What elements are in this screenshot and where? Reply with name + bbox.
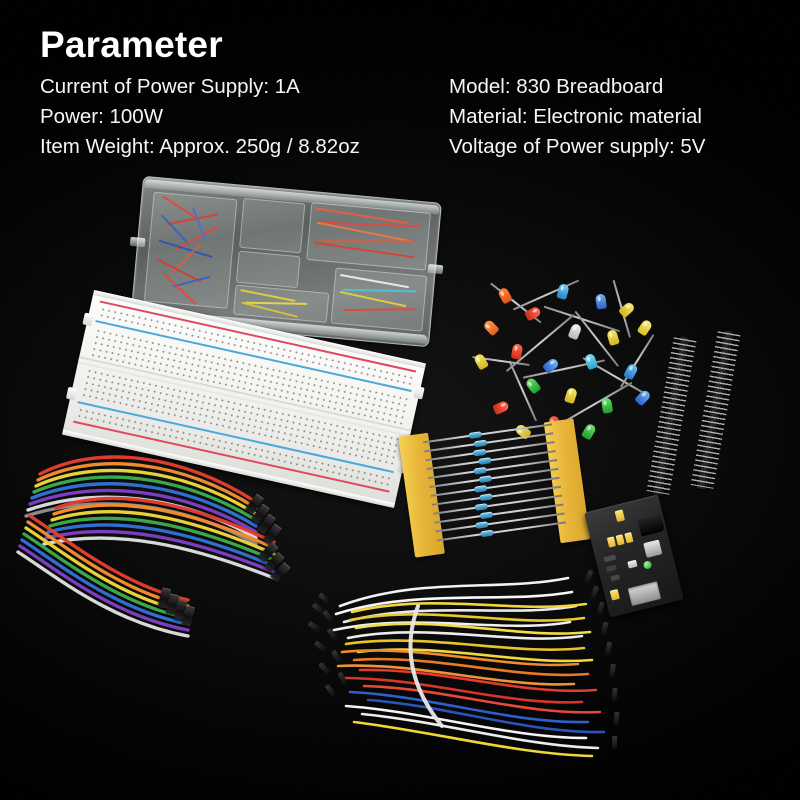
- resistor-body: [473, 484, 488, 493]
- resistor-body: [468, 431, 483, 439]
- led-orange: [497, 286, 513, 305]
- resistor-body: [472, 448, 487, 457]
- led-orange: [482, 318, 500, 337]
- pin-header-strip: [690, 330, 741, 490]
- pin-header-strip: [646, 336, 697, 496]
- parts-box-cell: [330, 267, 428, 332]
- led-red: [492, 399, 510, 416]
- led-white: [567, 322, 583, 341]
- jumper-wire-strands: [332, 576, 606, 758]
- led-yellow: [563, 386, 579, 405]
- resistor-lead: [436, 521, 566, 542]
- spec-current-of-power-supply: Current of Power Supply: 1A: [40, 75, 300, 98]
- resistor-body: [478, 457, 492, 465]
- jumper-tip: [613, 711, 620, 726]
- led-green: [580, 422, 598, 441]
- parts-box-hinge-left: [129, 236, 146, 248]
- page-title: Parameter: [40, 24, 223, 65]
- resistor-pack: [396, 412, 592, 560]
- spec-model: Model: 830 Breadboard: [449, 75, 664, 98]
- led-blue: [556, 283, 570, 300]
- parts-box-cell: [235, 250, 301, 289]
- led-green: [600, 397, 614, 414]
- led-blue: [595, 293, 607, 310]
- pin-headers: [646, 330, 788, 510]
- spec-column-left: Current of Power Supply: 1A Power: 100W …: [40, 72, 360, 162]
- parts-box-cell: [143, 191, 238, 309]
- resistor-body: [479, 511, 494, 520]
- spec-voltage-of-power-supply: Voltage of Power supply: 5V: [449, 135, 706, 158]
- resistor-body: [479, 493, 493, 502]
- spec-item-weight: Item Weight: Approx. 250g / 8.82oz: [40, 135, 360, 158]
- spec-power: Power: 100W: [40, 105, 164, 128]
- spec-material: Material: Electronic material: [449, 105, 702, 128]
- resistor-body: [473, 439, 488, 448]
- parts-box-cell: [306, 202, 431, 271]
- wire-fill-orange-red: [307, 203, 430, 269]
- resistor-body: [474, 503, 489, 511]
- resistor-body: [474, 521, 489, 529]
- resistor-body: [480, 529, 494, 538]
- ribbon-cables: [12, 438, 312, 638]
- resistor-body: [473, 466, 488, 475]
- jumper-tip: [611, 735, 618, 750]
- parts-box-cell: [239, 197, 306, 254]
- header-pins: [646, 337, 697, 495]
- wire-fill-mixed: [332, 269, 427, 331]
- led-yellow: [472, 352, 490, 371]
- parts-box-hinge-right: [427, 263, 444, 275]
- wire-fill-red-blue: [145, 193, 236, 308]
- resistor-body: [478, 475, 493, 483]
- header-pins: [690, 331, 741, 489]
- jumper-bundle: [300, 548, 630, 763]
- spec-column-right: Model: 830 Breadboard Material: Electron…: [449, 72, 705, 162]
- led-green: [524, 376, 542, 395]
- led-cyan: [583, 352, 599, 371]
